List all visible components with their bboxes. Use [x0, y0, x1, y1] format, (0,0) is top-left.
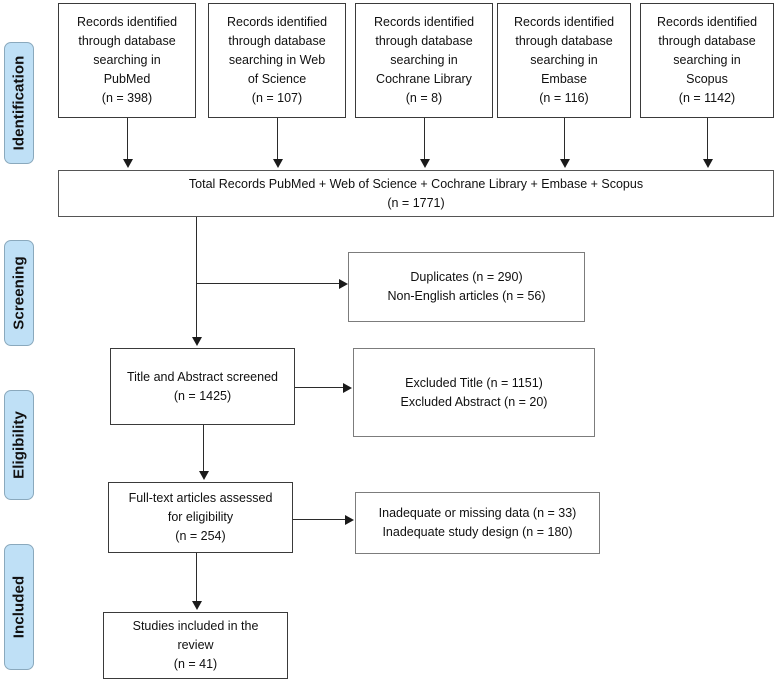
screened-label: Title and Abstract screened: [126, 369, 278, 384]
arrowhead-screened-to-excluded: [343, 383, 352, 393]
included-count: (n = 41): [173, 657, 218, 671]
arrowhead-trunk-to-duplicates: [339, 279, 348, 289]
inadequate-data-count: Inadequate or missing data (n = 33): [378, 506, 577, 520]
included-label: review: [177, 638, 214, 652]
connector-cochrane-to-total: [424, 118, 425, 162]
full-text-assessed-box: Full-text articles assessed for eligibil…: [108, 482, 293, 553]
source-box-pubmed: Records identified through database sear…: [58, 3, 196, 118]
included-label: Studies included in the: [132, 619, 259, 633]
arrowhead-cochrane-to-total: [420, 159, 430, 168]
source-line: through database: [658, 34, 756, 48]
phase-identification-label: Identification: [10, 55, 28, 151]
source-box-web-of-science: Records identified through database sear…: [208, 3, 346, 118]
source-line: Records identified: [373, 15, 475, 29]
source-line: through database: [375, 34, 473, 48]
source-line: Records identified: [656, 15, 758, 29]
excluded-title-count: Excluded Title (n = 1151): [405, 375, 543, 390]
phase-screening: Screening: [4, 240, 34, 346]
source-line: searching in: [390, 53, 458, 67]
phase-eligibility: Eligibility: [4, 390, 34, 500]
source-line: Records identified: [226, 15, 328, 29]
connector-embase-to-total: [564, 118, 565, 162]
arrowhead-wos-to-total: [273, 159, 283, 168]
excluded-abstract-count: Excluded Abstract (n = 20): [400, 394, 548, 409]
excluded-full-text-box: Inadequate or missing data (n = 33) Inad…: [355, 492, 600, 554]
inadequate-design-count: Inadequate study design (n = 180): [382, 525, 573, 539]
source-line: searching in: [673, 53, 741, 67]
duplicates-box: Duplicates (n = 290) Non-English article…: [348, 252, 585, 322]
source-line: of Science: [247, 72, 307, 86]
phase-screening-label: Screening: [10, 256, 28, 330]
duplicates-count: Duplicates (n = 290): [410, 270, 523, 284]
source-box-cochrane-library: Records identified through database sear…: [355, 3, 493, 118]
source-box-embase: Records identified through database sear…: [497, 3, 631, 118]
source-line: searching in: [530, 53, 598, 67]
source-line: Records identified: [76, 15, 178, 29]
fulltext-label: Full-text articles assessed: [128, 491, 273, 505]
phase-identification: Identification: [4, 42, 34, 164]
source-line: through database: [228, 34, 326, 48]
phase-included-label: Included: [10, 575, 28, 639]
source-line: through database: [515, 34, 613, 48]
source-line: through database: [78, 34, 176, 48]
phase-eligibility-label: Eligibility: [10, 411, 28, 479]
connector-screened-to-excluded: [295, 387, 344, 388]
phase-included: Included: [4, 544, 34, 670]
connector-trunk-to-duplicates: [196, 283, 340, 284]
arrowhead-pubmed-to-total: [123, 159, 133, 168]
arrowhead-screened-to-fulltext: [199, 471, 209, 480]
connector-scopus-to-total: [707, 118, 708, 162]
source-count: (n = 398): [101, 91, 153, 105]
fulltext-label: for eligibility: [167, 510, 234, 524]
connector-pubmed-to-total: [127, 118, 128, 162]
source-count: (n = 116): [539, 91, 589, 105]
arrowhead-scopus-to-total: [703, 159, 713, 168]
connector-fulltext-to-included: [196, 553, 197, 603]
non-english-count: Non-English articles (n = 56): [387, 289, 546, 303]
excluded-title-abstract-box: Excluded Title (n = 1151) Excluded Abstr…: [353, 348, 595, 437]
source-count: (n = 8): [405, 91, 443, 105]
connector-fulltext-to-excluded: [293, 519, 346, 520]
source-count: (n = 1142): [678, 91, 736, 105]
connector-total-to-screened: [196, 217, 197, 339]
source-line: Records identified: [513, 15, 615, 29]
screened-count: (n = 1425): [173, 388, 232, 403]
total-records-count: (n = 1771): [387, 195, 445, 210]
source-line: searching in: [93, 53, 161, 67]
source-count: (n = 107): [251, 91, 303, 105]
total-records-label: Total Records PubMed + Web of Science + …: [188, 176, 644, 191]
connector-wos-to-total: [277, 118, 278, 162]
source-line: Embase: [541, 72, 587, 86]
source-line: PubMed: [103, 72, 151, 86]
title-abstract-screened-box: Title and Abstract screened (n = 1425): [110, 348, 295, 425]
source-line: searching in Web: [228, 53, 326, 67]
fulltext-count: (n = 254): [175, 529, 226, 543]
source-line: Cochrane Library: [376, 72, 472, 86]
studies-included-box: Studies included in the review (n = 41): [103, 612, 288, 679]
arrowhead-embase-to-total: [560, 159, 570, 168]
connector-screened-to-fulltext: [203, 425, 204, 473]
source-box-scopus: Records identified through database sear…: [640, 3, 774, 118]
total-records-box: Total Records PubMed + Web of Science + …: [58, 170, 774, 217]
arrowhead-total-to-screened: [192, 337, 202, 346]
arrowhead-fulltext-to-included: [192, 601, 202, 610]
arrowhead-fulltext-to-excluded: [345, 515, 354, 525]
source-line: Scopus: [686, 72, 728, 86]
